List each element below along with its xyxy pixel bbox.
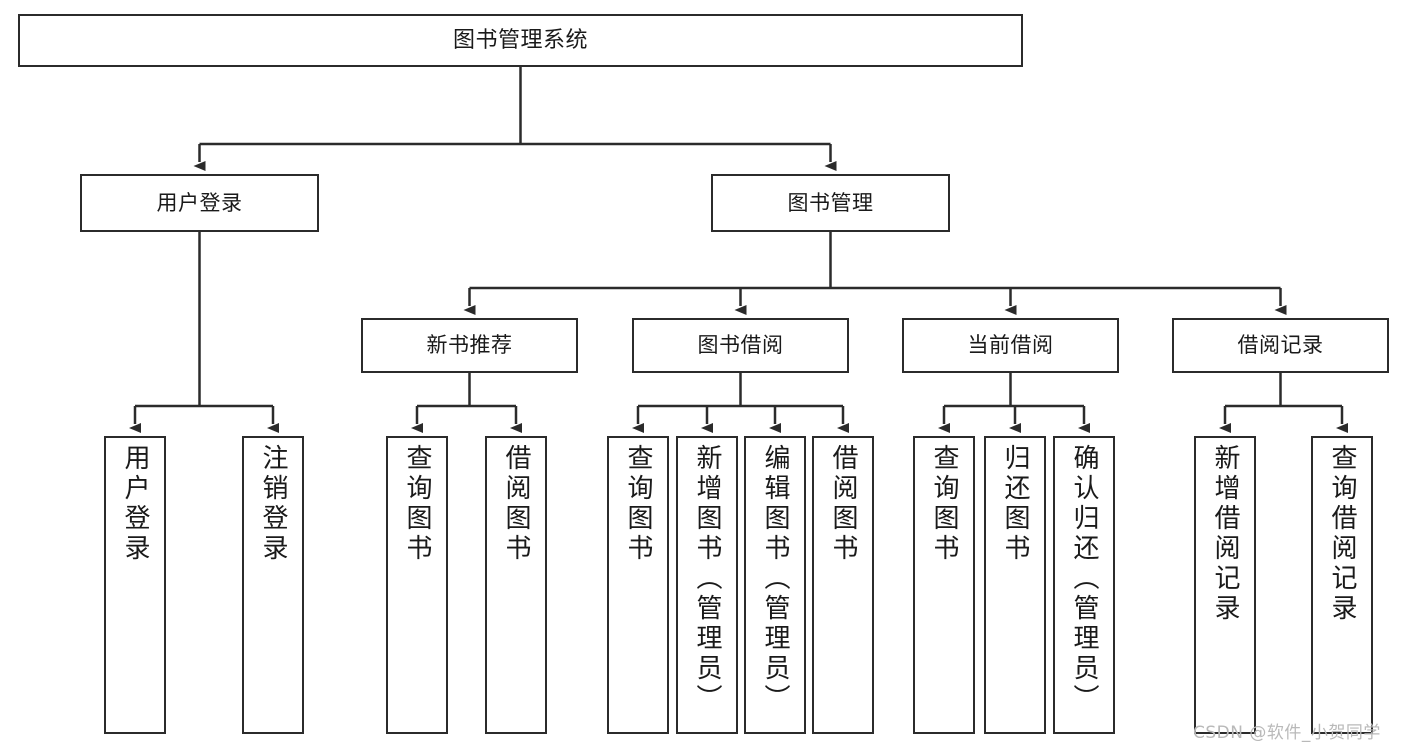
- leaf-edit-book[interactable]: 编辑图书（管理员）: [744, 436, 806, 734]
- leaf-borrow-book-2[interactable]: 借阅图书: [812, 436, 874, 734]
- node-label: 借阅图书: [828, 444, 858, 564]
- node-label: 图书借阅: [697, 333, 784, 358]
- node-label: 查询图书: [929, 444, 959, 564]
- leaf-query-book-3[interactable]: 查询图书: [913, 436, 975, 734]
- node-label: 图书管理: [787, 190, 874, 215]
- node-label: 图书管理系统: [452, 27, 588, 53]
- node-label: 新增图书（管理员）: [692, 444, 722, 714]
- node-book-manage[interactable]: 图书管理: [711, 174, 950, 232]
- node-label: 注销登录: [258, 444, 288, 564]
- leaf-add-borrow-record[interactable]: 新增借阅记录: [1194, 436, 1256, 734]
- node-new-book-recommend[interactable]: 新书推荐: [361, 318, 578, 373]
- node-label: 查询图书: [623, 444, 653, 564]
- node-label: 用户登录: [120, 444, 150, 564]
- node-label: 借阅记录: [1237, 333, 1324, 358]
- node-root[interactable]: 图书管理系统: [18, 14, 1023, 67]
- node-label: 借阅图书: [501, 444, 531, 564]
- node-label: 确认归还（管理员）: [1069, 444, 1099, 714]
- leaf-query-book-2[interactable]: 查询图书: [607, 436, 669, 734]
- leaf-borrow-book-1[interactable]: 借阅图书: [485, 436, 547, 734]
- node-label: 当前借阅: [967, 333, 1054, 358]
- leaf-logout[interactable]: 注销登录: [242, 436, 304, 734]
- node-label: 归还图书: [1000, 444, 1030, 564]
- node-label: 编辑图书（管理员）: [760, 444, 790, 714]
- leaf-confirm-return[interactable]: 确认归还（管理员）: [1053, 436, 1115, 734]
- node-current-borrow[interactable]: 当前借阅: [902, 318, 1119, 373]
- node-user-login[interactable]: 用户登录: [80, 174, 319, 232]
- node-book-borrow[interactable]: 图书借阅: [632, 318, 849, 373]
- leaf-user-login[interactable]: 用户登录: [104, 436, 166, 734]
- leaf-query-borrow-record[interactable]: 查询借阅记录: [1311, 436, 1373, 734]
- node-label: 查询借阅记录: [1327, 444, 1357, 624]
- csdn-watermark: CSDN @软件_小贺同学: [1193, 723, 1381, 743]
- node-label: 新增借阅记录: [1210, 444, 1240, 624]
- node-label: 查询图书: [402, 444, 432, 564]
- leaf-return-book[interactable]: 归还图书: [984, 436, 1046, 734]
- leaf-query-book-1[interactable]: 查询图书: [386, 436, 448, 734]
- node-borrow-record[interactable]: 借阅记录: [1172, 318, 1389, 373]
- node-label: 用户登录: [156, 190, 243, 215]
- node-label: 新书推荐: [426, 333, 513, 358]
- leaf-add-book[interactable]: 新增图书（管理员）: [676, 436, 738, 734]
